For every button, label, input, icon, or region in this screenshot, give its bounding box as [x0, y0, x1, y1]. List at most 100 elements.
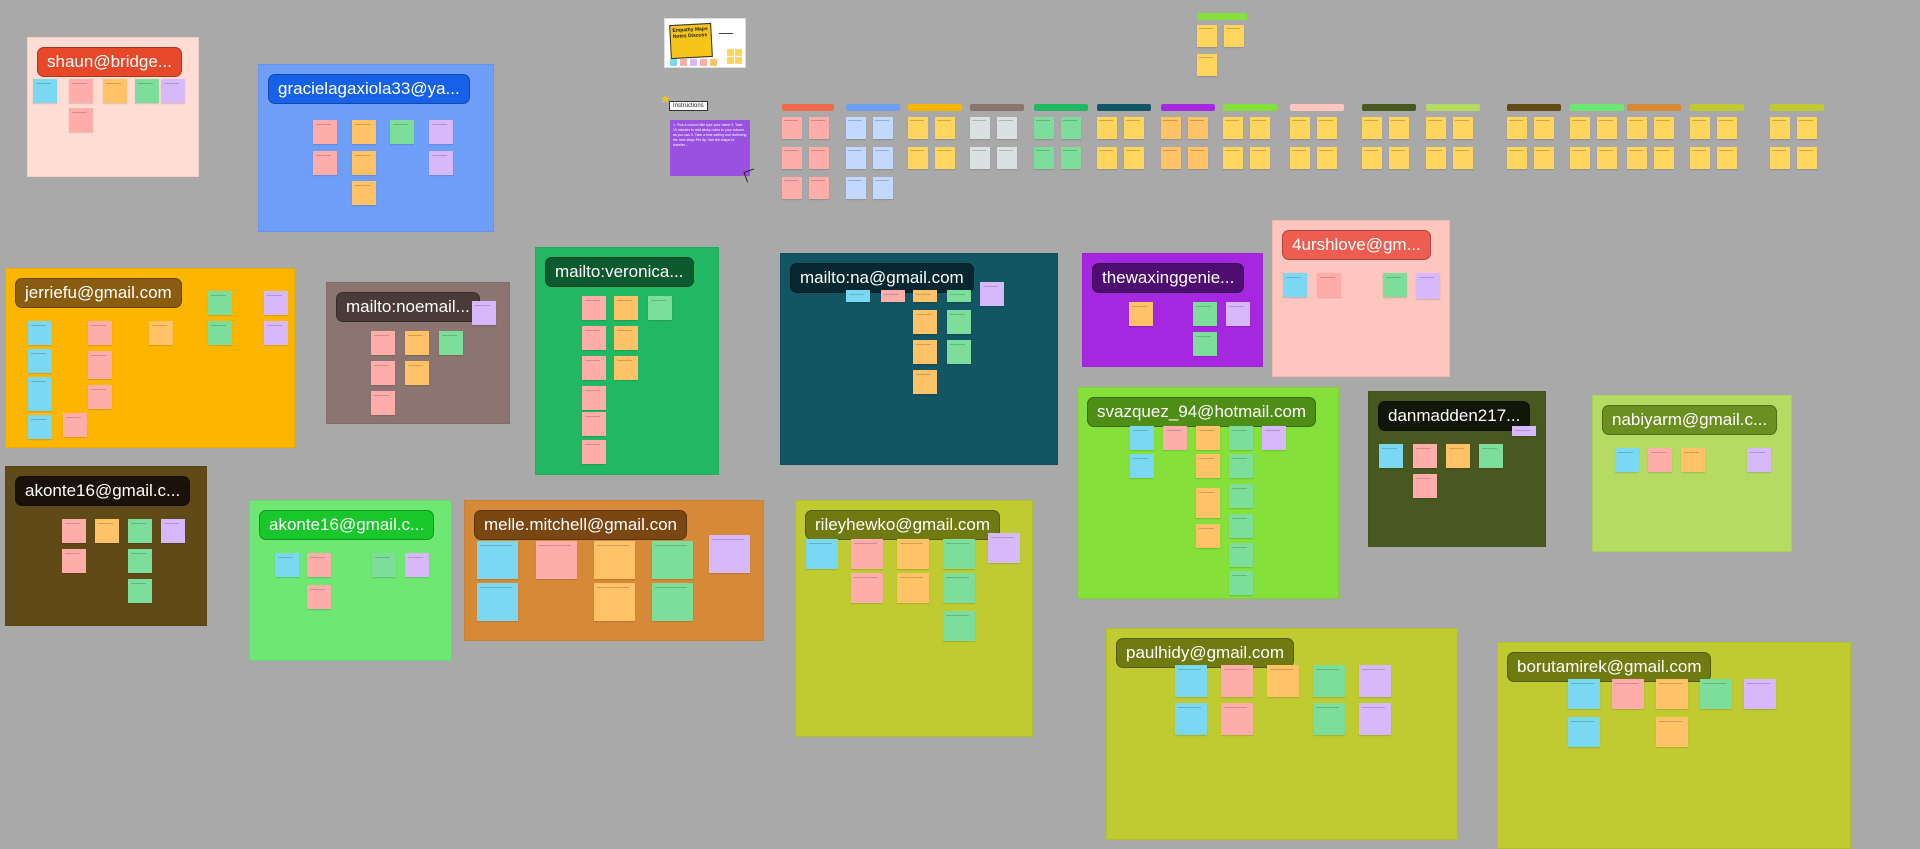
sticky-note[interactable] [1229, 514, 1253, 538]
section-svazquez[interactable]: svazquez_94@hotmail.com [1077, 387, 1339, 599]
section-paulhidy[interactable]: paulhidy@gmail.com [1106, 628, 1458, 840]
sticky-note[interactable] [161, 519, 185, 543]
sticky-note[interactable] [28, 415, 52, 439]
sticky-note[interactable] [652, 583, 693, 621]
sticky-note[interactable] [1229, 484, 1253, 508]
strip-sticky-note[interactable] [782, 117, 802, 139]
sticky-note[interactable] [88, 321, 112, 345]
strip-sticky-note[interactable] [908, 117, 928, 139]
sticky-note[interactable] [1196, 524, 1220, 548]
strip-sticky-note[interactable] [1453, 117, 1473, 139]
strip-sticky-note[interactable] [1097, 147, 1117, 169]
strip-sticky-note[interactable] [782, 177, 802, 199]
section-label[interactable]: rileyhewko@gmail.com [805, 510, 1001, 540]
sticky-note[interactable] [806, 539, 838, 569]
strip-sticky-note[interactable] [1061, 117, 1081, 139]
strip-sticky-note[interactable] [1534, 147, 1554, 169]
section-jerriefu[interactable]: jerriefu@gmail.com [5, 268, 295, 448]
section-label[interactable]: borutamirek@gmail.com [1507, 652, 1712, 682]
sticky-note[interactable] [69, 79, 93, 103]
sticky-note[interactable] [1262, 426, 1286, 450]
sticky-note[interactable] [264, 321, 288, 345]
sticky-note[interactable] [947, 340, 971, 364]
sticky-note[interactable] [63, 413, 87, 437]
strip-sticky-note[interactable] [1770, 147, 1790, 169]
sticky-note[interactable] [582, 296, 606, 320]
section-label[interactable]: mailto:noemail... [336, 292, 480, 322]
strip-sticky-note[interactable] [809, 147, 829, 169]
sticky-note[interactable] [405, 553, 429, 577]
sticky-note[interactable] [307, 585, 331, 609]
sticky-note[interactable] [33, 79, 57, 103]
strip-sticky-note[interactable] [1362, 117, 1382, 139]
section-label[interactable]: danmadden217... [1378, 401, 1531, 431]
strip-sticky-note[interactable] [809, 177, 829, 199]
sticky-note[interactable] [1512, 426, 1536, 436]
sticky-note[interactable] [390, 120, 414, 144]
sticky-note[interactable] [1413, 474, 1437, 498]
sticky-note[interactable] [208, 321, 232, 345]
strip-sticky-note[interactable] [1290, 147, 1310, 169]
sticky-note[interactable] [1129, 302, 1153, 326]
section-thewaxinggenie[interactable]: thewaxinggenie... [1082, 253, 1263, 367]
sticky-note[interactable] [1196, 488, 1220, 518]
sticky-note[interactable] [594, 583, 635, 621]
section-label[interactable]: nabiyarm@gmail.c... [1602, 405, 1778, 435]
strip-sticky-note[interactable] [846, 147, 866, 169]
sticky-note[interactable] [652, 541, 693, 579]
strip-sticky-note[interactable] [1224, 25, 1244, 47]
sticky-note[interactable] [128, 549, 152, 573]
strip-sticky-note[interactable] [1124, 117, 1144, 139]
strip-sticky-note[interactable] [1654, 117, 1674, 139]
sticky-note[interactable] [1193, 332, 1217, 356]
sticky-note[interactable] [88, 351, 112, 379]
strip-sticky-note[interactable] [1389, 147, 1409, 169]
sticky-note[interactable] [1313, 665, 1345, 697]
section-label[interactable]: 4urshlove@gm... [1282, 230, 1431, 260]
strip-sticky-note[interactable] [1570, 117, 1590, 139]
sticky-note[interactable] [1568, 679, 1600, 709]
sticky-note[interactable] [582, 326, 606, 350]
section-label[interactable]: jerriefu@gmail.com [15, 278, 182, 308]
strip-sticky-note[interactable] [1690, 117, 1710, 139]
strip-sticky-note[interactable] [1690, 147, 1710, 169]
strip-sticky-note[interactable] [1188, 117, 1208, 139]
sticky-note[interactable] [582, 356, 606, 380]
strip-sticky-note[interactable] [1362, 147, 1382, 169]
strip-sticky-note[interactable] [1717, 147, 1737, 169]
sticky-note[interactable] [614, 296, 638, 320]
strip-sticky-note[interactable] [1161, 147, 1181, 169]
sticky-note[interactable] [851, 539, 883, 569]
sticky-note[interactable] [897, 573, 929, 603]
sticky-note[interactable] [947, 310, 971, 334]
section-label[interactable]: akonte16@gmail.c... [15, 476, 191, 506]
sticky-note[interactable] [1681, 448, 1705, 472]
sticky-note[interactable] [1700, 679, 1732, 709]
strip-sticky-note[interactable] [997, 147, 1017, 169]
section-gracielagaxiola33[interactable]: gracielagaxiola33@ya... [258, 64, 494, 232]
sticky-note[interactable] [943, 539, 975, 569]
sticky-note[interactable] [313, 151, 337, 175]
sticky-note[interactable] [1221, 665, 1253, 697]
sticky-note[interactable] [1221, 703, 1253, 735]
sticky-note[interactable] [582, 412, 606, 436]
section-label[interactable]: thewaxinggenie... [1092, 263, 1245, 293]
sticky-note[interactable] [88, 385, 112, 409]
sticky-note[interactable] [1744, 679, 1776, 709]
sticky-note[interactable] [371, 331, 395, 355]
sticky-note[interactable] [1229, 571, 1253, 595]
section-label[interactable]: paulhidy@gmail.com [1116, 638, 1295, 668]
sticky-note[interactable] [1383, 273, 1407, 297]
sticky-note[interactable] [128, 519, 152, 543]
sticky-note[interactable] [1130, 426, 1154, 450]
sticky-note[interactable] [1193, 302, 1217, 326]
section-veronica[interactable]: mailto:veronica... [535, 247, 719, 475]
strip-sticky-note[interactable] [1317, 147, 1337, 169]
sticky-note[interactable] [988, 533, 1020, 563]
sticky-note[interactable] [709, 535, 750, 573]
section-label[interactable]: melle.mitchell@gmail.con [474, 510, 687, 540]
strip-sticky-note[interactable] [1627, 147, 1647, 169]
strip-sticky-note[interactable] [1097, 117, 1117, 139]
strip-sticky-note[interactable] [1034, 147, 1054, 169]
sticky-note[interactable] [913, 290, 937, 302]
